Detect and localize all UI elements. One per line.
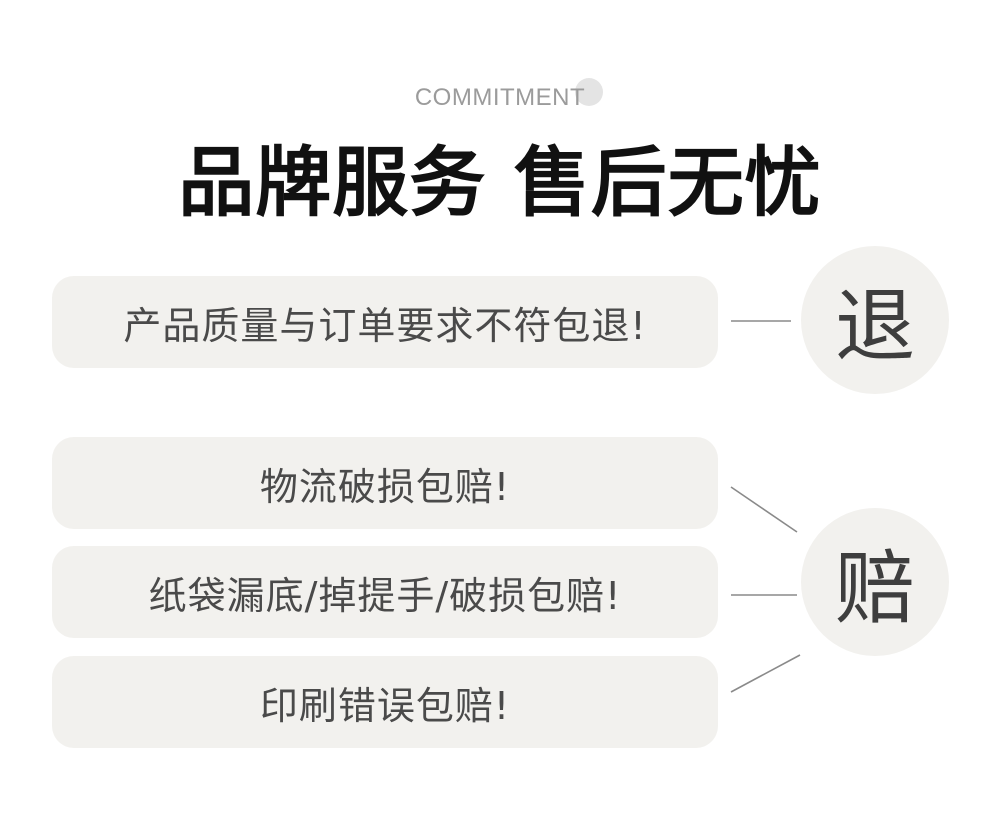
connector-logistics <box>730 486 798 533</box>
return-item: 产品质量与订单要求不符包退! <box>52 276 718 368</box>
decorative-dot <box>575 78 603 106</box>
compensation-badge: 赔 <box>801 508 949 656</box>
return-badge: 退 <box>801 246 949 394</box>
compensation-item-logistics: 物流破损包赔! <box>52 437 718 529</box>
page-title: 品牌服务 售后无忧 <box>178 138 822 227</box>
connector-printing <box>730 654 801 693</box>
compensation-item-printing: 印刷错误包赔! <box>52 656 718 748</box>
compensation-item-bag-defect: 纸袋漏底/掉提手/破损包赔! <box>52 546 718 638</box>
eyebrow-label: COMMITMENT <box>414 84 586 111</box>
